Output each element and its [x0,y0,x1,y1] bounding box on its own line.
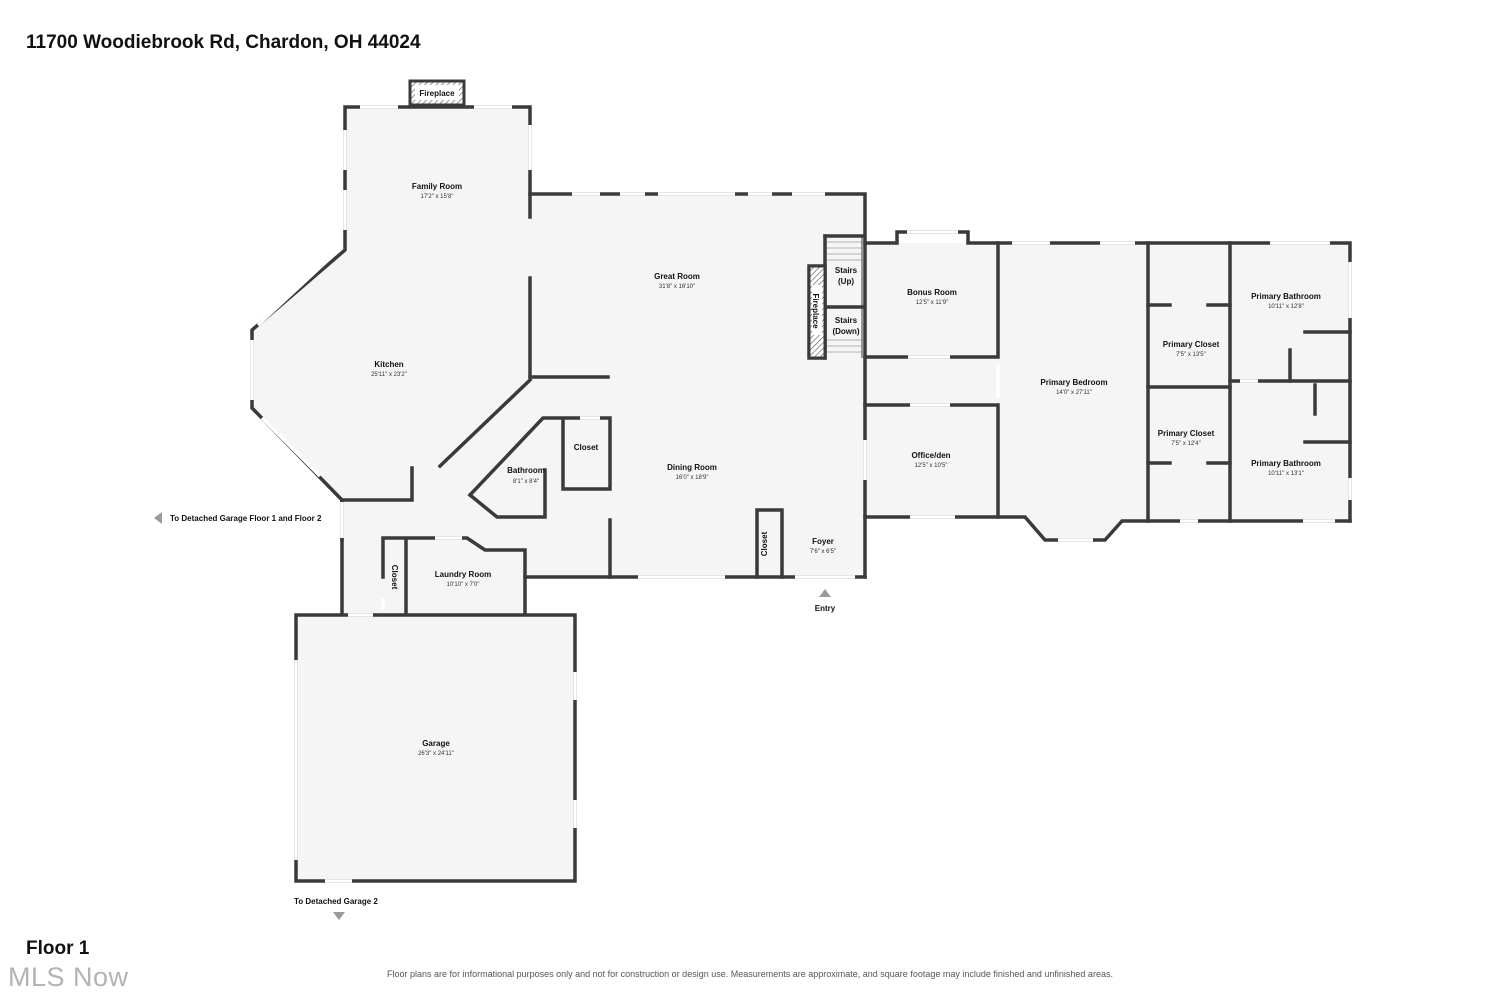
primary-closet-2-name: Primary Closet [1158,429,1215,438]
laundry-room-name: Laundry Room [435,570,491,579]
dining-room-name: Dining Room [667,463,717,472]
left-arrow-icon [154,512,162,524]
primary-closet-1-dims: 7'5" x 13'5" [1176,352,1206,358]
to-detached-garage-2-label: To Detached Garage 2 [294,897,378,906]
stairs-up-direction: (Up) [838,277,854,286]
bonus-room-dims: 12'5" x 11'9" [916,300,948,306]
disclaimer: Floor plans are for informational purpos… [387,969,1113,979]
floor-fill [252,107,1350,881]
to-detached-garage-floors-label: To Detached Garage Floor 1 and Floor 2 [170,514,322,523]
closet-laundry-name: Closet [390,565,399,590]
bathroom-name: Bathroom [507,466,545,475]
primary-bathroom-2-name: Primary Bathroom [1251,459,1321,468]
stairs-down-label: Stairs [835,316,858,325]
floor-label: Floor 1 [26,938,90,959]
entry-arrow-icon [819,589,831,597]
bonus-room-name: Bonus Room [907,288,957,297]
bathroom-dims: 8'1" x 8'4" [513,479,539,485]
primary-bathroom-1-dims: 10'11" x 12'8" [1268,304,1304,310]
foyer-name: Foyer [812,537,834,546]
great-room-dims: 31'8" x 16'10" [659,284,695,290]
foyer-dims: 7'6" x 6'5" [810,549,836,555]
primary-closet-2-dims: 7'5" x 12'4" [1171,441,1201,447]
primary-closet-1-name: Primary Closet [1163,340,1220,349]
mls-now-logo: MLS Now [8,962,129,992]
kitchen-name: Kitchen [374,360,403,369]
laundry-room-dims: 10'10" x 7'0" [447,582,480,588]
fireplace-top: Fireplace [408,79,466,107]
family-room-name: Family Room [412,182,462,191]
dining-room-dims: 16'0" x 18'9" [676,475,709,481]
kitchen-dims: 25'11" x 23'2" [371,372,407,378]
primary-bathroom-2-dims: 10'11" x 13'1" [1268,471,1304,477]
great-room-name: Great Room [654,272,700,281]
closet-foyer-name: Closet [760,531,769,556]
fireplace-top-label: Fireplace [419,89,455,98]
fireplace-side-label: Fireplace [811,293,820,329]
garage-dims: 26'3" x 24'11" [418,751,454,757]
office-den-name: Office/den [911,451,950,460]
primary-bedroom-name: Primary Bedroom [1040,378,1107,387]
family-room-dims: 17'2" x 15'8" [421,194,454,200]
down-arrow-icon [333,912,345,920]
garage-name: Garage [422,739,450,748]
primary-bathroom-1-name: Primary Bathroom [1251,292,1321,301]
primary-bedroom-dims: 14'0" x 27'11" [1056,390,1092,396]
stairs-down-direction: (Down) [832,327,859,336]
windows [250,105,1352,883]
office-den-dims: 12'5" x 10'5" [915,463,948,469]
property-address: 11700 Woodiebrook Rd, Chardon, OH 44024 [26,32,421,53]
closet-center-name: Closet [574,443,599,452]
entry-label: Entry [815,604,836,613]
stair-treads [827,236,863,358]
fireplace-side: Fireplace [807,264,827,360]
stairs-up-label: Stairs [835,266,858,275]
